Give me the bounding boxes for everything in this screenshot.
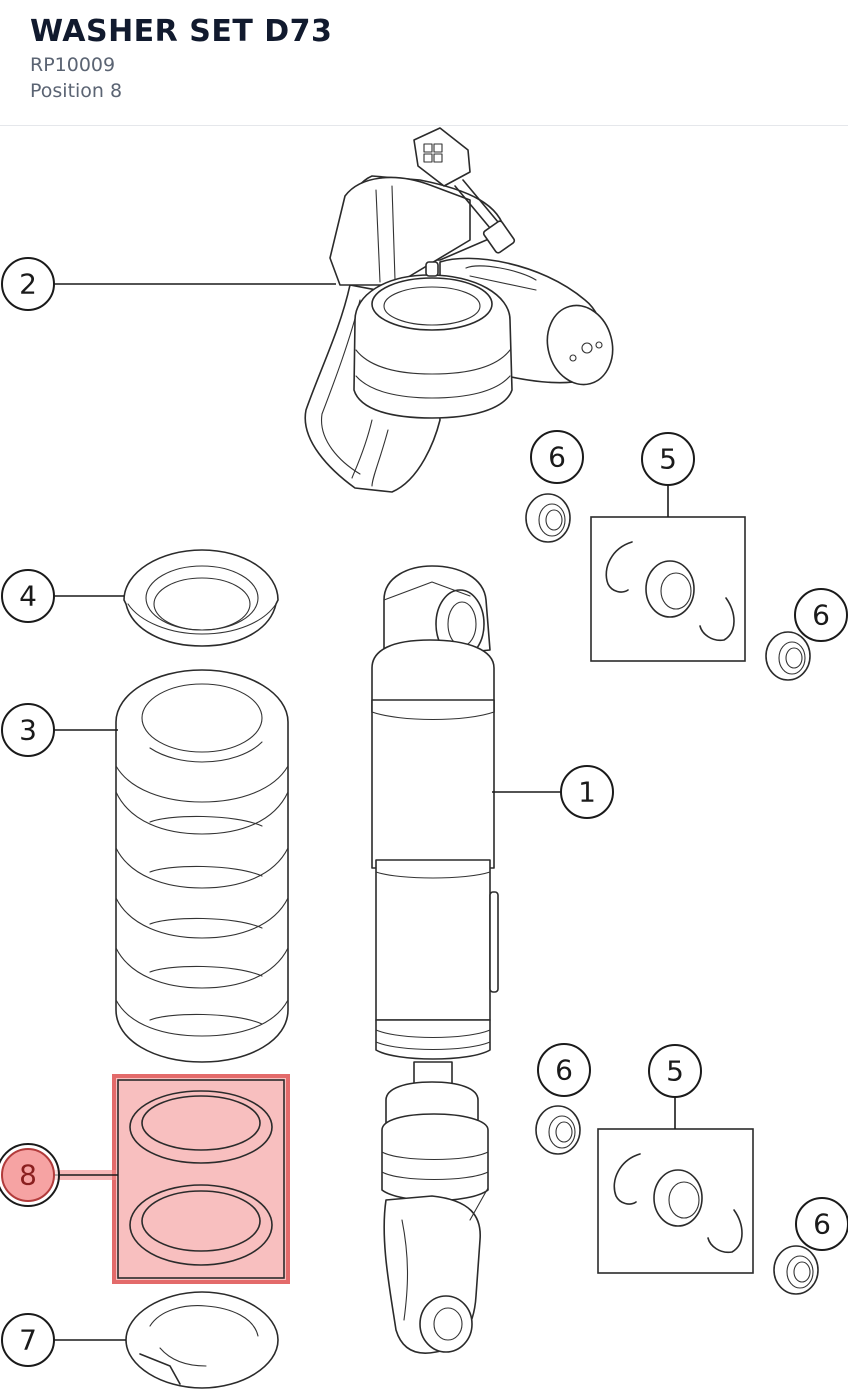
part-bearing-kit-upper [590, 516, 746, 662]
callout-7-label: 7 [19, 1324, 37, 1357]
part-spring-retainer-illustration [123, 549, 279, 647]
part-bearing-kit-lower [597, 1128, 754, 1274]
callout-6-b[interactable]: 6 [794, 588, 848, 642]
callout-6-d-label: 6 [813, 1208, 831, 1241]
callout-1[interactable]: 1 [492, 765, 614, 819]
callout-6-b-label: 6 [812, 599, 830, 632]
part-number: RP10009 [30, 54, 116, 76]
callout-6-a[interactable]: 6 [530, 430, 584, 484]
callout-5-lower[interactable]: 5 [648, 1044, 702, 1129]
callout-6-c-label: 6 [555, 1054, 573, 1087]
callout-3-label: 3 [19, 714, 37, 747]
callout-6-c[interactable]: 6 [537, 1043, 591, 1097]
part-title: WASHER SET D73 [30, 14, 333, 49]
callout-1-label: 1 [578, 776, 596, 809]
page-header: WASHER SET D73 RP10009 Position 8 [0, 0, 848, 126]
callout-5-lower-label: 5 [666, 1055, 684, 1088]
callout-2[interactable]: 2 [1, 257, 336, 311]
part-spring-illustration [115, 669, 289, 1063]
position-label: Position 8 [30, 80, 123, 102]
part-shock-absorber-illustration [371, 565, 499, 1354]
callout-3[interactable]: 3 [1, 703, 118, 757]
callout-4[interactable]: 4 [1, 569, 124, 623]
part-washer-set-highlight[interactable] [112, 1074, 290, 1284]
callout-4-label: 4 [19, 580, 37, 613]
callout-6-a-label: 6 [548, 441, 566, 474]
callout-8-label: 8 [19, 1159, 37, 1192]
callout-8-selected[interactable]: 8 [0, 1143, 118, 1207]
part-reservoir-illustration [304, 127, 614, 493]
callout-5-upper-label: 5 [659, 443, 677, 476]
part-lower-retainer-illustration [125, 1291, 279, 1389]
callout-5-upper[interactable]: 5 [641, 432, 695, 517]
callout-6-d[interactable]: 6 [795, 1197, 848, 1251]
callout-7[interactable]: 7 [1, 1313, 126, 1367]
part-bushing-illustrations [525, 493, 819, 1295]
callout-2-label: 2 [19, 268, 37, 301]
